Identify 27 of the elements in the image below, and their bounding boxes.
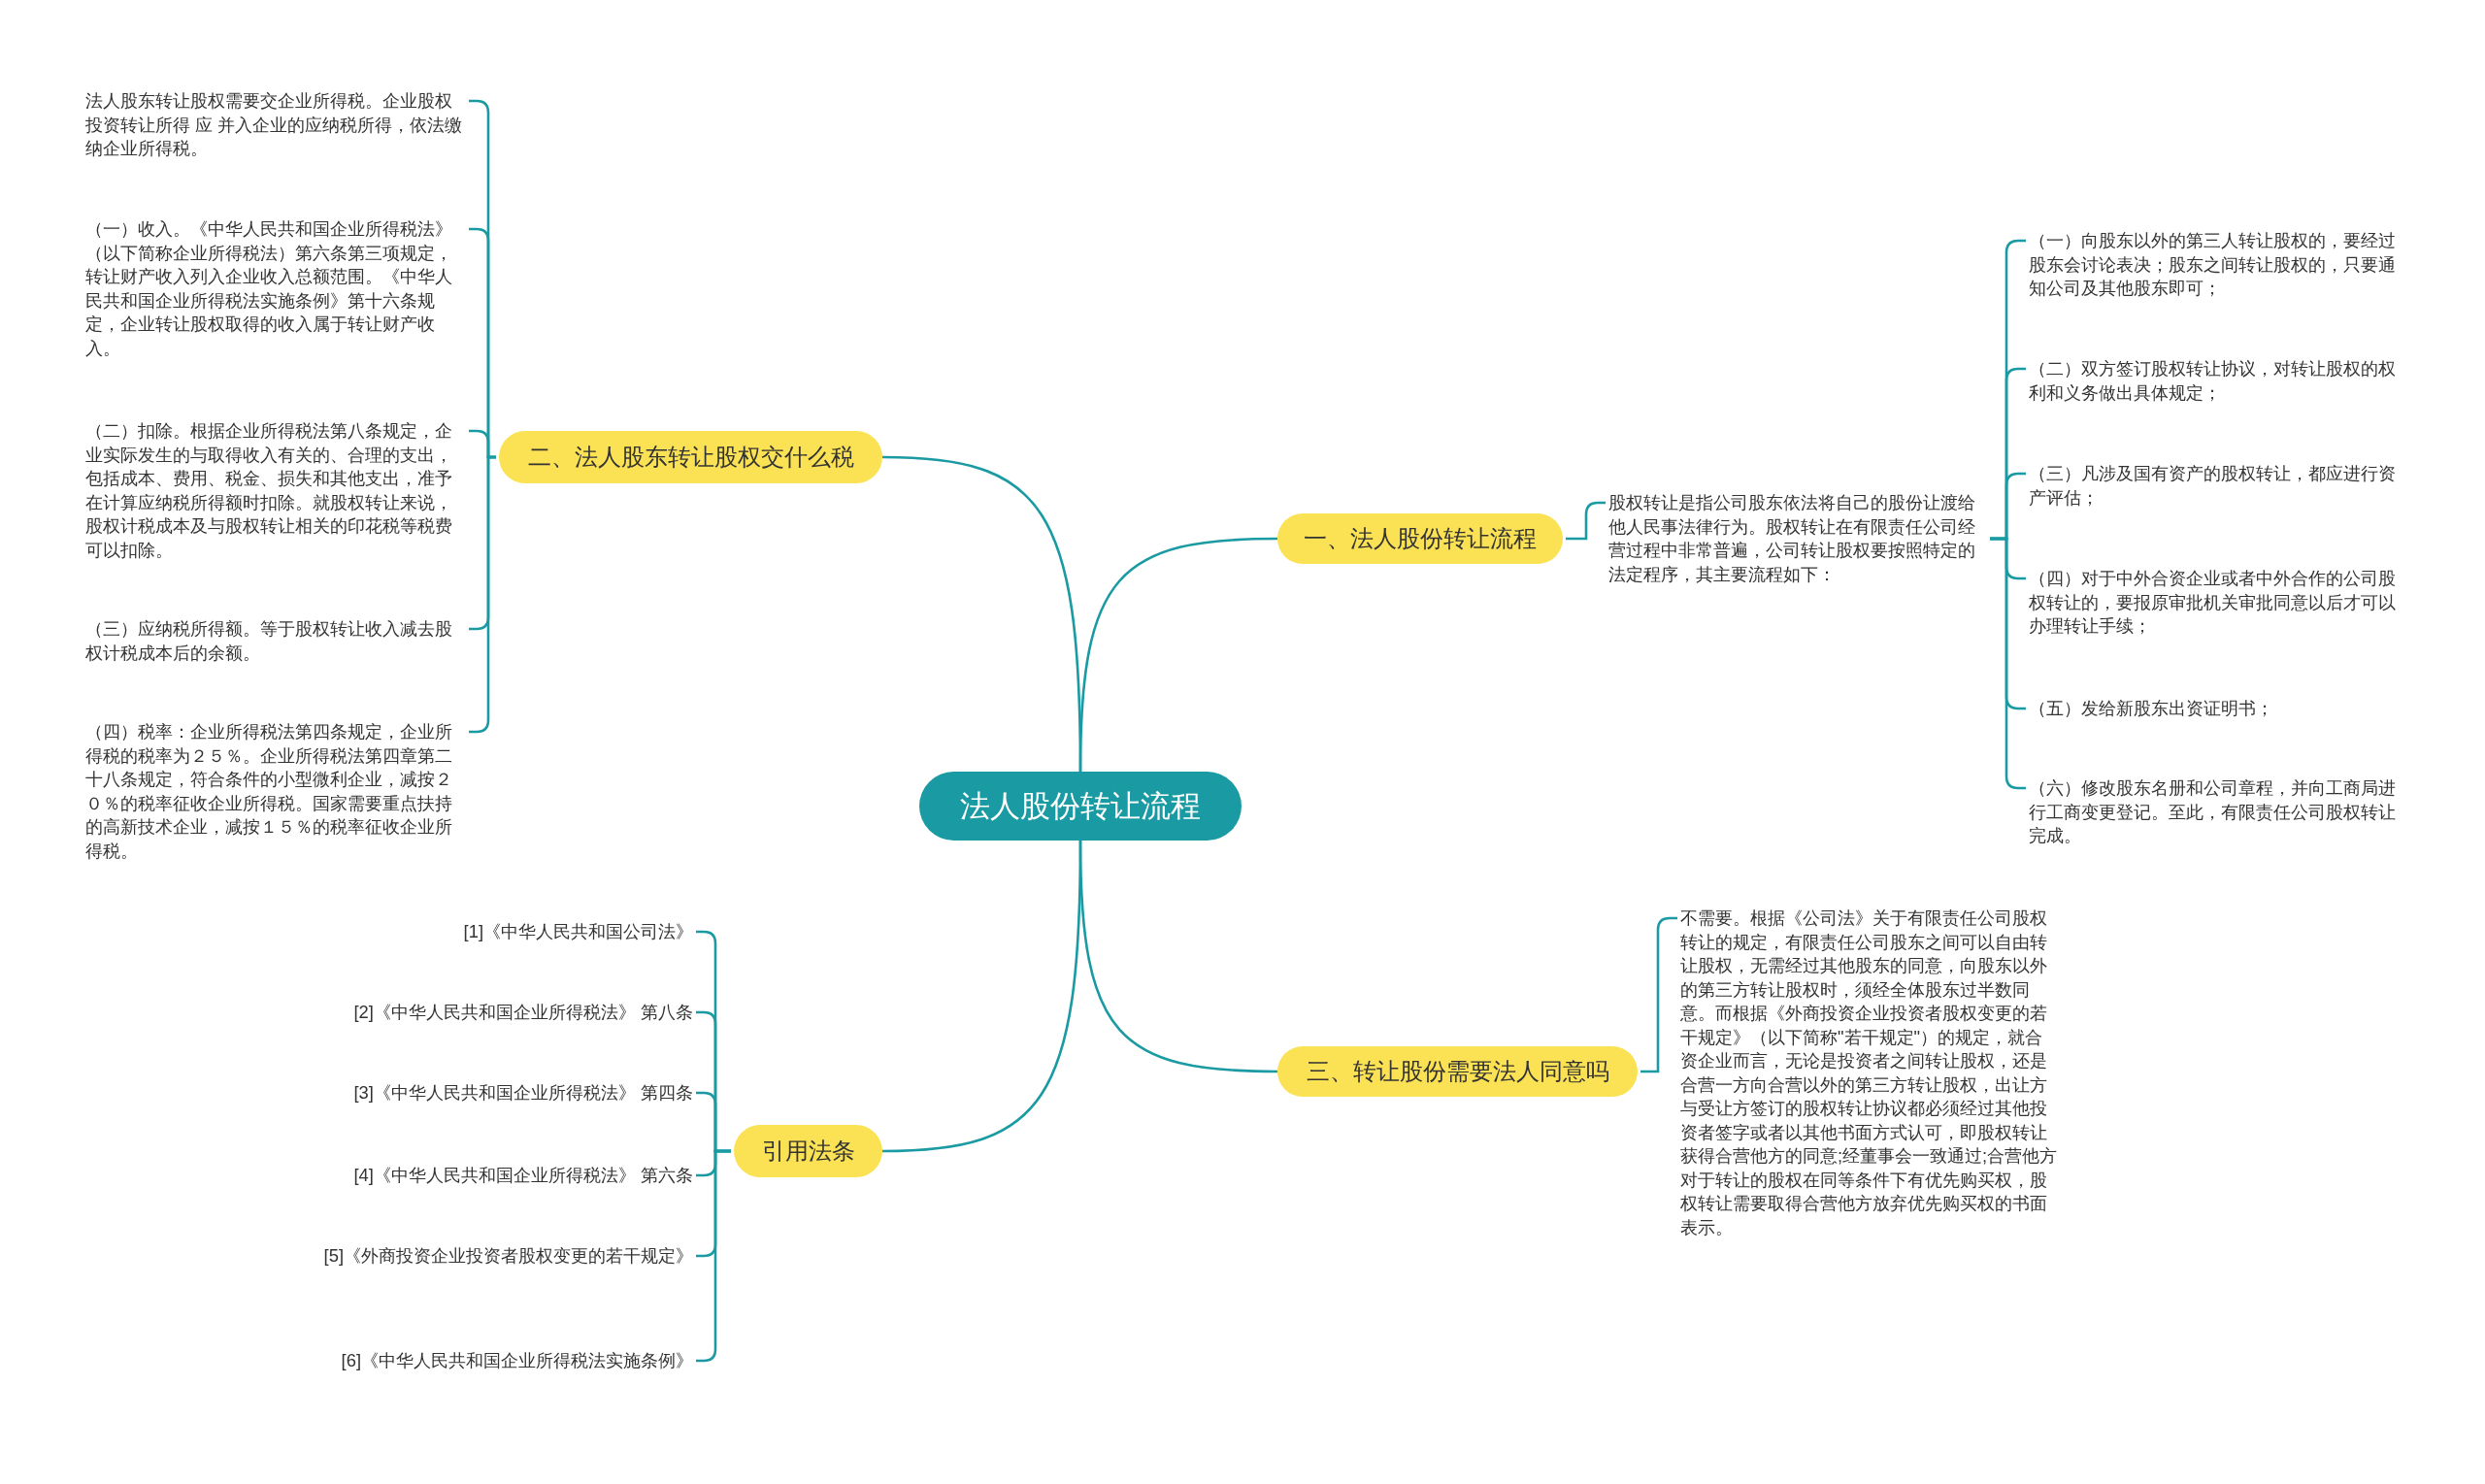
note-text: （一）向股东以外的第三人转让股权的，要经过股东会讨论表决；股东之间转让股权的，只要通知公司及其他股东即可； <box>2029 229 2409 301</box>
note-text: （一）收入。《中华人民共和国企业所得税法》（以下简称企业所得税法）第六条第三项规定，转让财产收入列入企业收入总额范围。《中华人民共和国企业所得税法实施条例》第十六条规定，企业转让股权取得的收入属于转让财产收入。 <box>85 217 466 360</box>
note-text: （三）凡涉及国有资产的股权转让，都应进行资产评估； <box>2029 462 2409 510</box>
connector-line <box>881 841 1082 1153</box>
topic-bubble: 一、法人股份转让流程 <box>1277 513 1563 564</box>
note-text: （三）应纳税所得额。等于股权转让收入减去股权计税成本后的余额。 <box>85 617 466 665</box>
reference-text: [3]《中华人民共和国企业所得税法》 第四条 <box>353 1081 693 1105</box>
connector-line <box>1566 501 1606 541</box>
central-topic: 法人股份转让流程 <box>919 772 1242 841</box>
reference-text: [5]《外商投资企业投资者股权变更的若干规定》 <box>323 1244 693 1269</box>
note-text: （二）扣除。根据企业所得税法第八条规定，企业实际发生的与取得收入有关的、合理的支出，包括成本、费用、税金、损失和其他支出，准予在计算应纳税所得额时扣除。就股权转让来说，股权计税成本及与股权转让相关的印花税等税费可以扣除。 <box>85 419 466 562</box>
topic-bubble: 二、法人股东转让股权交什么税 <box>499 431 882 483</box>
note-text: 不需要。根据《公司法》关于有限责任公司股权转让的规定，有限责任公司股东之间可以自由转让股权，无需经过其他股东的同意，向股东以外的第三方转让股权时，须经全体股东过半数同意。而根据《外商投资企业投资者股权变更的若干规定》（以下简称"若干规定"）的规定，就合资企业而言，无论是投资者之间转让股权，还是合营一方向合营以外的第三方转让股权，出让方与受让方签订的股权转让协议都必须经过其他投资者签字或者以其他书面方式认可，即股权转让获得合营他方的同意;经董事会一致通过;合营他方对于转让的股权在同等条件下有优先购买权，股权转让需要取得合营他方放弃优先购买权的书面表示。 <box>1680 907 2059 1239</box>
note-text: 股权转让是指公司股东依法将自己的股份让渡给他人民事法律行为。股权转让在有限责任公司经营过程中非常普遍，公司转让股权要按照特定的法定程序，其主要流程如下： <box>1608 491 1987 586</box>
note-text: （四）税率：企业所得税法第四条规定，企业所得税的税率为２５％。企业所得税法第四章第二十八条规定，符合条件的小型微利企业，减按２０％的税率征收企业所得税。国家需要重点扶持的高新技术企业，减按１５％的税率征收企业所得税。 <box>85 720 466 863</box>
reference-text: [2]《中华人民共和国企业所得税法》 第八条 <box>353 1001 693 1025</box>
reference-text: [4]《中华人民共和国企业所得税法》 第六条 <box>353 1164 693 1188</box>
reference-text: [6]《中华人民共和国企业所得税法实施条例》 <box>341 1349 693 1373</box>
reference-text: [1]《中华人民共和国公司法》 <box>463 920 693 944</box>
note-text: （二）双方签订股权转让协议，对转让股权的权利和义务做出具体规定； <box>2029 357 2409 405</box>
note-text: （四）对于中外合资企业或者中外合作的公司股权转让的，要报原审批机关审批同意以后才可以办理转让手续； <box>2029 567 2409 639</box>
note-text: （六）修改股东名册和公司章程，并向工商局进行工商变更登记。至此，有限责任公司股权转让完成。 <box>2029 776 2409 848</box>
note-text: （五）发给新股东出资证明书； <box>2029 697 2409 721</box>
topic-bubble: 三、转让股份需要法人同意吗 <box>1277 1046 1638 1097</box>
topic-bubble: 引用法条 <box>734 1125 882 1177</box>
note-text: 法人股东转让股权需要交企业所得税。企业股权投资转让所得 应 并入企业的应纳税所得，依法缴纳企业所得税。 <box>85 89 466 161</box>
connector-line <box>881 455 1082 772</box>
